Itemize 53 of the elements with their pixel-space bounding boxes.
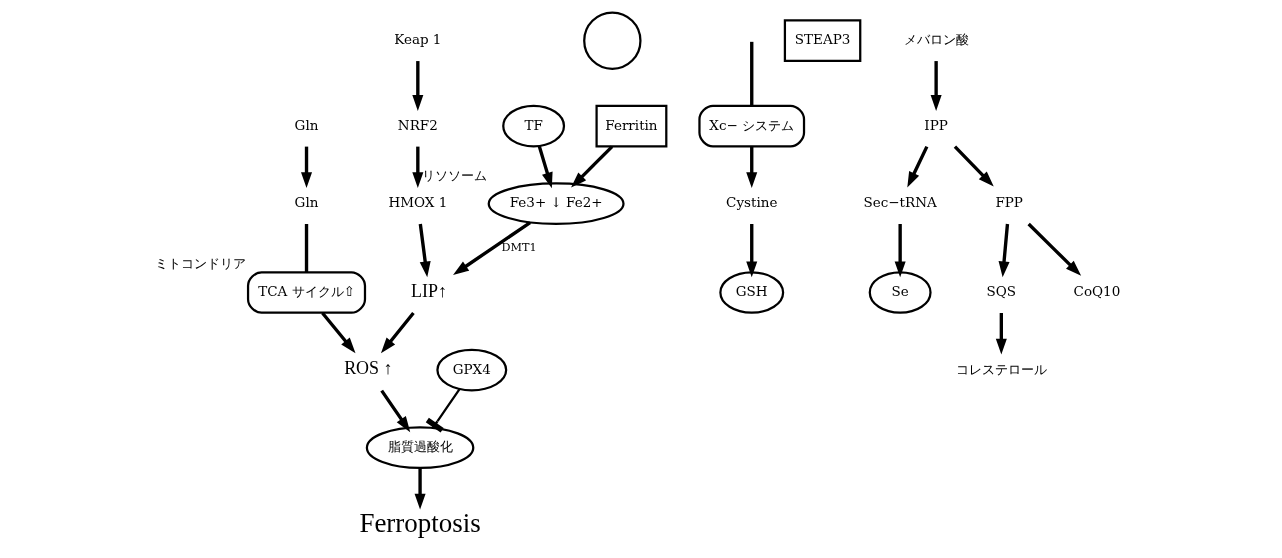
node-text: IPP — [924, 116, 948, 133]
connector — [750, 41, 754, 106]
arrow — [953, 145, 994, 187]
arrow — [995, 313, 1007, 355]
node-text: Sec−tRNA — [863, 194, 937, 211]
arrow — [537, 145, 553, 189]
arrow — [412, 61, 424, 111]
arrow — [998, 223, 1010, 278]
arrow — [453, 221, 532, 276]
node-ellipse: TF — [502, 104, 566, 148]
node-text: Cystine — [726, 194, 778, 211]
arrow — [418, 223, 431, 278]
arrow — [414, 468, 426, 510]
arrow — [746, 224, 758, 278]
node-circle — [583, 11, 642, 70]
node-text: Gln — [294, 116, 319, 133]
node-label: ミトコンドリア — [154, 255, 246, 272]
node-text: LIP↑ — [411, 280, 448, 301]
node-text: CoQ10 — [1073, 282, 1121, 299]
edge-label: DMT1 — [501, 240, 537, 254]
node-label: リソソーム — [422, 166, 488, 183]
node-ellipse: GSH — [719, 271, 785, 314]
arrow — [412, 146, 424, 189]
connector — [425, 388, 461, 433]
node-text: FPP — [995, 194, 1023, 211]
arrow — [380, 311, 415, 354]
arrow — [301, 146, 313, 189]
arrow — [571, 145, 614, 188]
node-box: STEAP3 — [783, 19, 862, 62]
node-ellipse: Fe3+ ↓ Fe2+ — [487, 182, 625, 226]
arrow — [746, 146, 758, 189]
node-ellipse: 脂質過酸化 — [365, 426, 475, 469]
arrow — [894, 224, 906, 278]
node-text: メバロン酸 — [903, 31, 969, 48]
node-ellipse: GPX4 — [436, 348, 508, 392]
arrow — [321, 311, 356, 354]
node-text: Ferroptosis — [359, 508, 481, 539]
node-box: Ferritin — [595, 104, 668, 148]
node-text: Keap 1 — [394, 31, 442, 48]
node-text: ROS ↑ — [344, 358, 393, 379]
arrow — [380, 389, 411, 433]
arrow — [930, 61, 942, 111]
arrow — [1027, 222, 1082, 276]
node-text: SQS — [986, 282, 1017, 299]
node-box: TCA サイクル⇧ — [246, 271, 367, 314]
node-box: Xc− システム — [698, 104, 806, 148]
node-text: Gln — [294, 194, 319, 211]
node-text: コレステロール — [955, 360, 1047, 377]
node-text: NRF2 — [397, 116, 438, 133]
arrow — [907, 145, 929, 188]
node-text: HMOX 1 — [388, 194, 448, 211]
node-ellipse: Se — [868, 271, 932, 314]
connector — [304, 224, 309, 273]
